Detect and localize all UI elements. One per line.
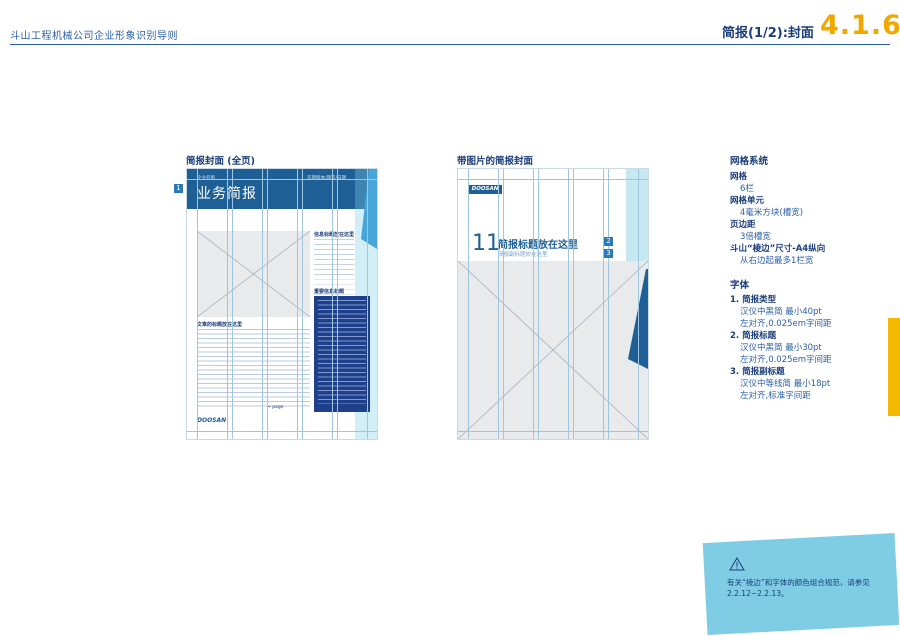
grid-system-heading: 网格系统 [730, 156, 769, 167]
banner-issue: 首期版本/期次/日期 [307, 175, 346, 181]
spec-label: 斗山“棱边”尺寸-A4纵向 [730, 244, 826, 254]
article-body-text [197, 329, 310, 407]
sidebar-heading: 信息标题放在这里 [314, 232, 355, 238]
newsletter-cover-with-image: DOOSAN 11 简报标题放在这里 简报副标题放在这里 [457, 168, 649, 440]
callout-marker-2: 2 [604, 237, 613, 246]
spec-value: 3倍槽宽 [740, 232, 771, 242]
doosan-edge-shape [628, 269, 648, 369]
article-heading: 文章的标题放在这里 [197, 322, 243, 328]
doosan-edge-shape [361, 169, 377, 249]
font-label: 2. 简报标题 [730, 331, 777, 341]
image-placeholder [197, 231, 310, 317]
doosan-logo: DOOSAN [197, 417, 227, 424]
spec-label: 网格 [730, 172, 748, 182]
section-title: 简报(1/2):封面 [722, 26, 814, 41]
banner-company: 企业名称 [197, 175, 215, 181]
font-line: 左对齐,标准字间距 [740, 391, 811, 401]
note-text: 有关“棱边”和字体的颜色组合规范，请参见2.2.12~2.2.13。 [727, 578, 870, 598]
cover-image-placeholder [458, 261, 648, 439]
spec-label: 页边距 [730, 220, 756, 230]
important-info-box [314, 296, 370, 412]
callout-marker-1: 1 [174, 184, 183, 193]
right-page-caption: 带图片的简报封面 [457, 156, 534, 167]
newsletter-subtitle: 简报副标题放在这里 [498, 252, 548, 258]
spec-label: 网格单元 [730, 196, 765, 206]
cover-banner [187, 169, 377, 209]
font-line: 汉仪中黑简 最小40pt [740, 307, 822, 317]
spec-value: 从右边起最多1栏宽 [740, 256, 814, 266]
warning-icon [729, 557, 745, 571]
box-heading: 重要信息标题 [314, 289, 345, 295]
section-number: 4.1.6 [820, 10, 900, 41]
font-heading: 字体 [730, 280, 750, 291]
issue-number: 11 [472, 231, 500, 256]
doosan-logo: DOOSAN [468, 185, 502, 194]
article-more-link[interactable]: → page [267, 405, 284, 410]
font-line: 汉仪中黑简 最小30pt [740, 343, 822, 353]
font-label: 3. 简报副标题 [730, 367, 785, 377]
font-label: 1. 简报类型 [730, 295, 777, 305]
banner-title: 业务简报 [197, 186, 257, 202]
font-line: 汉仪中等线简 最小18pt [740, 379, 831, 389]
font-line: 左对齐,0.025em字间距 [740, 319, 832, 329]
header-rule [10, 44, 890, 45]
grid-spec-list: 网格 6栏 网格单元 4毫米方块(槽宽) 页边距 3倍槽宽 斗山“棱边”尺寸-A… [730, 171, 890, 267]
spec-value: 4毫米方块(槽宽) [740, 208, 804, 218]
font-spec-list: 1. 简报类型 汉仪中黑简 最小40pt 左对齐,0.025em字间距 2. 简… [730, 294, 890, 402]
newsletter-cover-full: 企业名称 首期版本/期次/日期 业务简报 信息标题放在这里 文章的标题放在这里 … [186, 168, 378, 440]
spec-value: 6栏 [740, 184, 754, 194]
chapter-tab[interactable] [888, 318, 900, 416]
callout-marker-3: 3 [604, 249, 613, 258]
left-page-caption: 简报封面 (全页) [186, 156, 255, 167]
sidebar-body-text [314, 239, 354, 275]
document-title: 斗山工程机械公司企业形象识别导则 [10, 31, 178, 42]
font-line: 左对齐,0.025em字间距 [740, 355, 832, 365]
